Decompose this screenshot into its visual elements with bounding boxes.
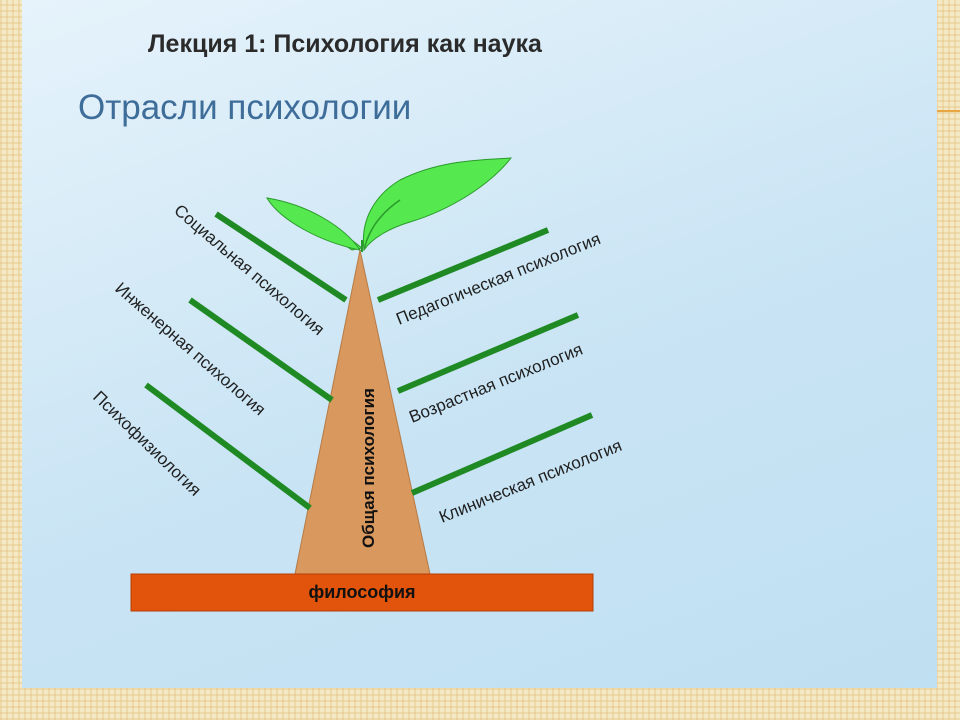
branch-line-left-2 — [188, 297, 334, 403]
slide-canvas — [22, 0, 937, 688]
lecture-title: Лекция 1: Психология как наука — [148, 30, 542, 58]
trunk-label: Общая психология — [359, 388, 378, 548]
branch-label-right-3: Клиническая психология — [436, 436, 624, 527]
branch-line-right-3 — [410, 412, 594, 496]
base-bar — [130, 573, 594, 612]
branch-line-left-3 — [144, 382, 312, 511]
branch-label-left-3: Психофизиология — [89, 387, 205, 500]
branch-line-right-2 — [396, 312, 580, 394]
sprout-leaves-icon — [266, 157, 513, 252]
slide-subtitle: Отрасли психологии — [78, 88, 412, 127]
branch-line-left-1 — [214, 211, 348, 303]
branch-line-right-1 — [376, 227, 550, 303]
base-label: философия — [308, 582, 415, 602]
accent-line — [937, 110, 960, 112]
